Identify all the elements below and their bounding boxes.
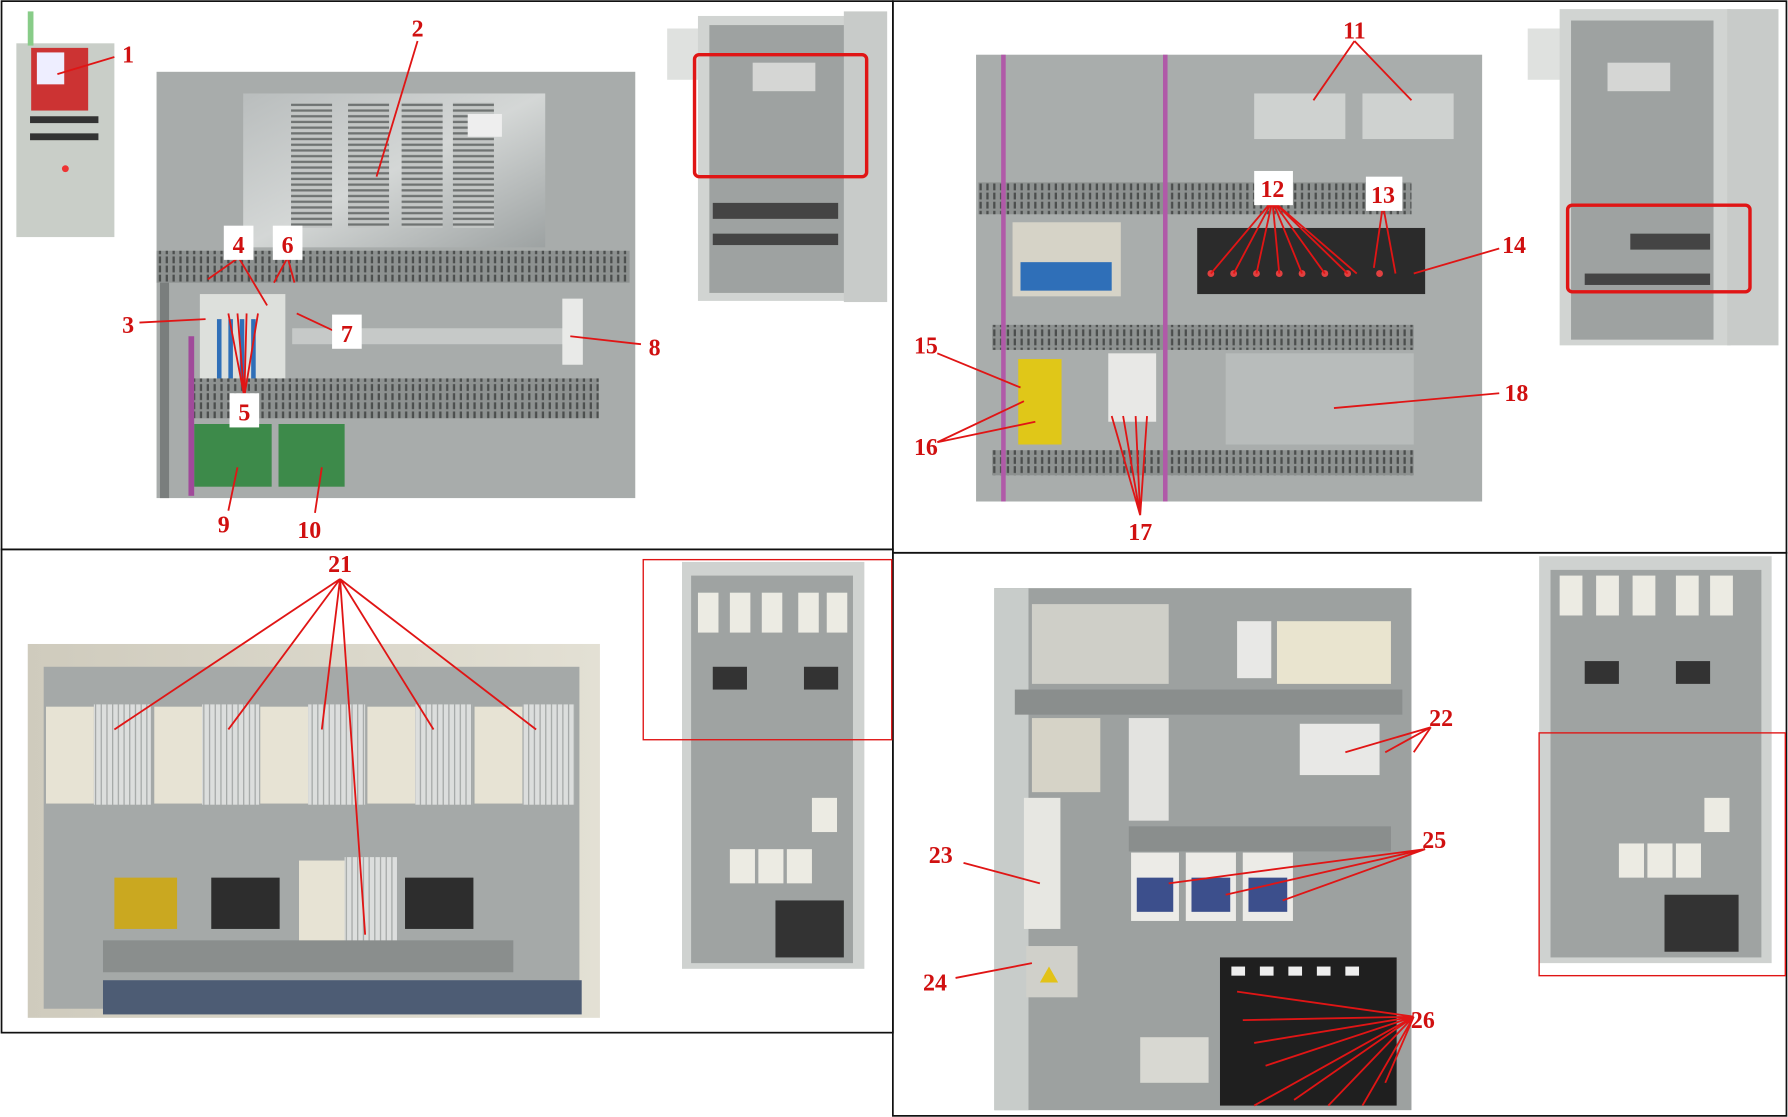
label-backgrounds [223, 170, 1403, 428]
label-7: 7 [341, 322, 353, 348]
label-8: 8 [649, 336, 661, 362]
panel-bottom-right [892, 551, 1788, 1117]
label-5: 5 [238, 401, 250, 427]
cabinet-thumbnail-middle [1527, 9, 1779, 346]
highlight-box-upper [692, 53, 869, 179]
label-1: 1 [122, 43, 134, 69]
cabinet-upper-section-photo [156, 71, 636, 499]
cabinet-thumbnail-upper [667, 11, 888, 303]
label-10: 10 [297, 518, 321, 544]
label-16: 16 [914, 435, 938, 461]
highlight-box-middle [1565, 203, 1752, 294]
label-2: 2 [412, 16, 424, 42]
cabinet-thumbnail-lower-left [681, 561, 865, 969]
label-9: 9 [218, 512, 230, 538]
power-controllers-photo [27, 643, 600, 1018]
label-15: 15 [914, 333, 938, 359]
highlight-box-lower-left [642, 558, 893, 741]
label-4: 4 [233, 233, 245, 259]
leader-lines [57, 40, 1500, 1107]
cabinet-lower-section-photo [994, 588, 1412, 1111]
label-12: 12 [1260, 177, 1284, 203]
label-13: 13 [1371, 183, 1395, 209]
cabinet-thumbnail-lower-right [1539, 556, 1772, 964]
label-23: 23 [929, 843, 953, 869]
label-24: 24 [923, 970, 947, 996]
label-3: 3 [122, 313, 134, 339]
label-17: 17 [1128, 520, 1152, 546]
cabinet-middle-section-photo [976, 54, 1483, 502]
operator-console-photo [16, 11, 115, 238]
label-26: 26 [1411, 1008, 1435, 1034]
label-11: 11 [1343, 19, 1366, 45]
label-21: 21 [328, 552, 352, 578]
highlight-box-lower-right [1538, 732, 1787, 977]
label-18: 18 [1504, 381, 1528, 407]
label-14: 14 [1502, 233, 1526, 259]
label-6: 6 [282, 233, 294, 259]
label-22: 22 [1429, 706, 1453, 732]
label-25: 25 [1422, 828, 1446, 854]
